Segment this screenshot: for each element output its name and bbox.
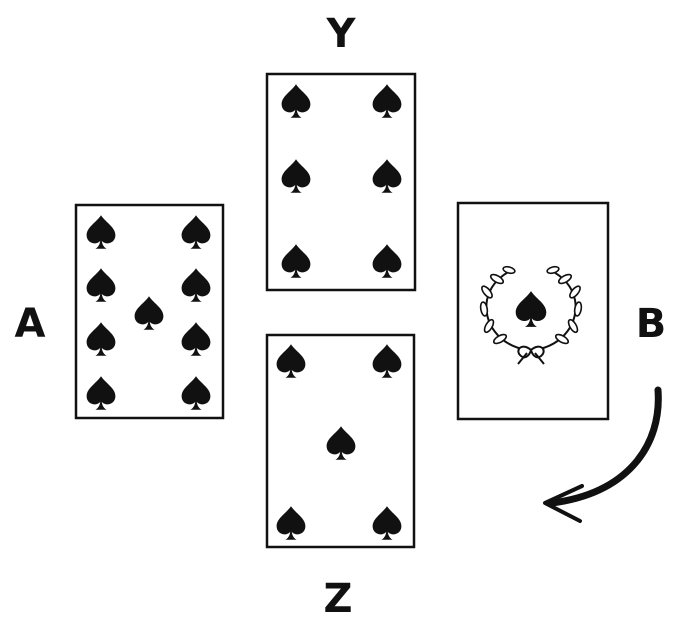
card-b: [456, 201, 610, 421]
label-z: Z: [323, 576, 352, 622]
label-b: B: [636, 301, 667, 347]
card-a: [74, 203, 225, 420]
card-z: [265, 333, 416, 549]
label-a: A: [15, 301, 46, 347]
card-y: [265, 72, 417, 292]
label-y: Y: [326, 11, 357, 57]
curved-arrow-icon: [543, 386, 662, 523]
laurel-wreath-icon: [479, 265, 583, 365]
